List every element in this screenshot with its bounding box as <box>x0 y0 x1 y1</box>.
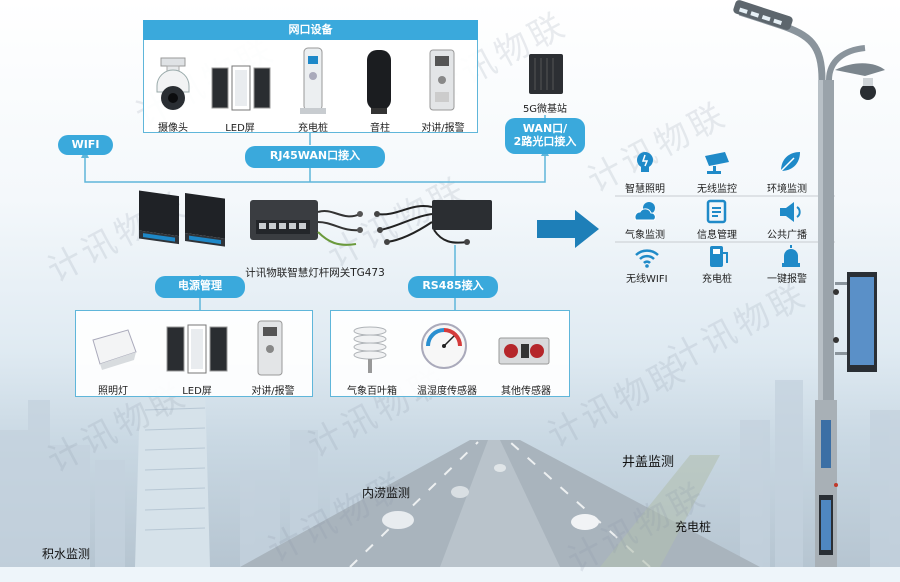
charging-pile <box>300 47 326 114</box>
power-management-badge: 电源管理 <box>155 276 245 298</box>
rs485-module <box>374 200 492 245</box>
feature-label-broadcast: 公共广播 <box>767 230 807 241</box>
weather-louver-box <box>353 326 387 373</box>
device-label-led: LED屏 <box>225 123 255 134</box>
feature-label-one-key-alarm: 一键报警 <box>767 274 807 285</box>
wifi-badge: WIFI <box>58 135 113 155</box>
rj45-badge: RJ45WAN口接入 <box>245 146 385 168</box>
other-sensors <box>498 337 550 365</box>
feature-label-wireless-wifi: 无线WIFI <box>626 274 668 285</box>
led-screen-lower <box>166 324 228 374</box>
scene-label-ponding: 积水监测 <box>42 547 91 561</box>
power-label-intercom: 对讲/报警 <box>251 386 295 397</box>
city-background <box>0 372 900 568</box>
feature-label-environment: 环境监测 <box>767 184 807 195</box>
wan-label-line1: WAN口/ <box>522 122 568 135</box>
speaker-column <box>367 50 391 114</box>
gateway-label: 计讯物联智慧灯杆网关TG473 <box>245 267 385 279</box>
cctv-icon <box>705 152 729 174</box>
feature-label-wireless-monitoring: 无线监控 <box>697 184 737 195</box>
wan-access-badge: WAN口/ 2路光口接入 <box>505 118 585 154</box>
features-dividers <box>615 195 835 243</box>
feature-label-smart-lighting: 智慧照明 <box>625 184 665 195</box>
rs485-badge: RS485接入 <box>408 276 498 298</box>
sensor-label-louver: 气象百叶箱 <box>347 386 397 397</box>
document-icon <box>706 199 727 224</box>
gateway-tg473 <box>250 200 363 246</box>
scene-label-charging: 充电桩 <box>675 520 712 534</box>
wifi-icon <box>635 249 659 268</box>
charger-icon <box>710 246 728 267</box>
base-station-device <box>529 54 563 94</box>
device-label-charger: 充电桩 <box>298 123 328 134</box>
power-label-light: 照明灯 <box>98 386 128 397</box>
intercom-lower <box>257 320 283 376</box>
power-module <box>139 190 225 247</box>
smart-light-pole <box>733 0 885 567</box>
led-screen <box>211 65 271 111</box>
feature-label-charging-pile: 充电桩 <box>702 274 732 285</box>
lightbulb-icon <box>637 152 653 172</box>
sensor-label-thermo: 温湿度传感器 <box>417 386 477 397</box>
device-label-camera: 摄像头 <box>158 123 188 134</box>
feature-label-info-management: 信息管理 <box>697 230 737 241</box>
base-station-label: 5G微基站 <box>522 104 568 115</box>
speaker-icon <box>780 202 801 222</box>
dome-camera <box>156 57 190 110</box>
alarm-icon <box>782 245 800 267</box>
wan-label-line2: 2路光口接入 <box>513 135 577 148</box>
thermo-hygrometer <box>421 323 467 369</box>
network-devices-title: 网口设备 <box>143 20 478 40</box>
flow-arrow-icon <box>537 210 599 248</box>
device-label-speaker: 音柱 <box>370 123 390 134</box>
feature-label-weather: 气象监测 <box>625 230 665 241</box>
connector-lines <box>81 115 549 310</box>
device-label-intercom: 对讲/报警 <box>421 123 465 134</box>
intercom-alarm <box>429 49 455 111</box>
leaf-icon <box>780 152 800 172</box>
scene-label-waterlogging: 内涝监测 <box>362 486 411 500</box>
sensor-label-other: 其他传感器 <box>501 386 551 397</box>
scene-label-manhole: 井盖监测 <box>622 455 675 470</box>
flood-light <box>92 329 137 370</box>
weather-icon <box>634 202 656 221</box>
power-label-led: LED屏 <box>182 386 212 397</box>
